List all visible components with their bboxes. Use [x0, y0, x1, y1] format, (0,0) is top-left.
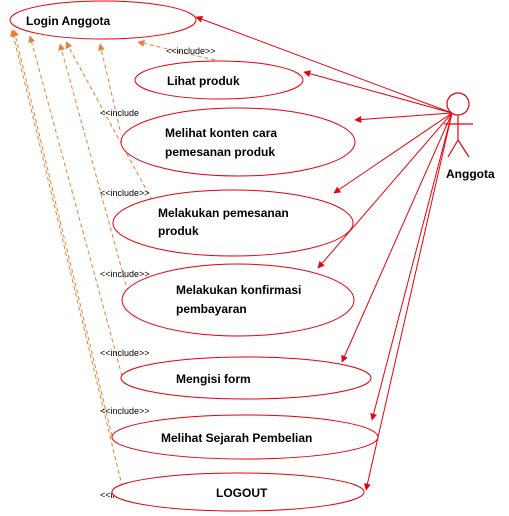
use-case-logout-label: LOGOUT [216, 486, 268, 500]
include-line-logout [10, 29, 125, 495]
use-case-konfirmasi-label-2: pembayaran [176, 302, 247, 316]
association-lines [195, 15, 453, 491]
actor-head [446, 92, 470, 116]
include-line-lihat-produk [137, 40, 216, 61]
association-sejarah [370, 112, 453, 421]
association-konten [354, 112, 453, 124]
include-line-sejarah [12, 29, 113, 437]
use-case-konten-label-1: Melihat konten cara [165, 126, 277, 140]
use-case-form[interactable] [120, 356, 372, 400]
include-label: <<inc [100, 490, 123, 500]
use-case-logout[interactable] [111, 472, 365, 512]
include-label: <<include>> [166, 46, 216, 56]
use-case-konfirmasi-label-1: Melakukan konfirmasi [176, 283, 301, 297]
use-cases [9, 0, 379, 512]
use-case-sejarah[interactable] [111, 414, 379, 460]
association-lihat-produk [303, 70, 453, 114]
association-login [195, 15, 453, 114]
use-case-konten[interactable] [120, 107, 356, 177]
use-case-login[interactable] [9, 0, 197, 40]
actor-icon[interactable] [444, 92, 473, 158]
include-label: <<include>> [100, 348, 150, 358]
include-line-form [28, 35, 123, 377]
use-case-form-label: Mengisi form [176, 372, 251, 386]
include-line-konfirmasi [58, 43, 129, 293]
include-labels: <<include>> <<include <<include>> <<incl… [100, 46, 216, 500]
include-label: <<include>> [100, 269, 150, 279]
use-case-pemesanan[interactable] [112, 189, 354, 257]
association-form [341, 112, 453, 363]
use-case-lihat-produk-label: Lihat produk [167, 74, 240, 88]
include-line-konten [98, 43, 121, 131]
use-case-pemesanan-label-1: Melakukan pemesanan [158, 206, 289, 220]
use-case-lihat-produk[interactable] [134, 60, 304, 100]
use-case-pemesanan-label-2: produk [158, 224, 199, 238]
association-logout [363, 112, 453, 491]
include-label: <<include [100, 108, 139, 118]
use-case-konfirmasi[interactable] [121, 263, 355, 337]
use-case-sejarah-label: Melihat Sejarah Pembelian [161, 431, 312, 445]
association-pemesanan [333, 112, 453, 194]
include-label: <<include>> [100, 188, 150, 198]
association-konfirmasi [317, 112, 453, 269]
actor-name: Anggota [446, 167, 495, 181]
include-line-pemesanan [65, 41, 153, 201]
include-label: <<include>> [100, 406, 150, 416]
use-case-konten-label-2: pemesanan produk [165, 145, 275, 159]
use-case-login-label: Login Anggota [26, 14, 111, 28]
use-case-labels: Login Anggota Lihat produk Melihat konte… [26, 14, 312, 500]
actor-left-leg [447, 139, 459, 158]
include-relations [10, 29, 216, 495]
actor-right-leg [457, 139, 470, 158]
